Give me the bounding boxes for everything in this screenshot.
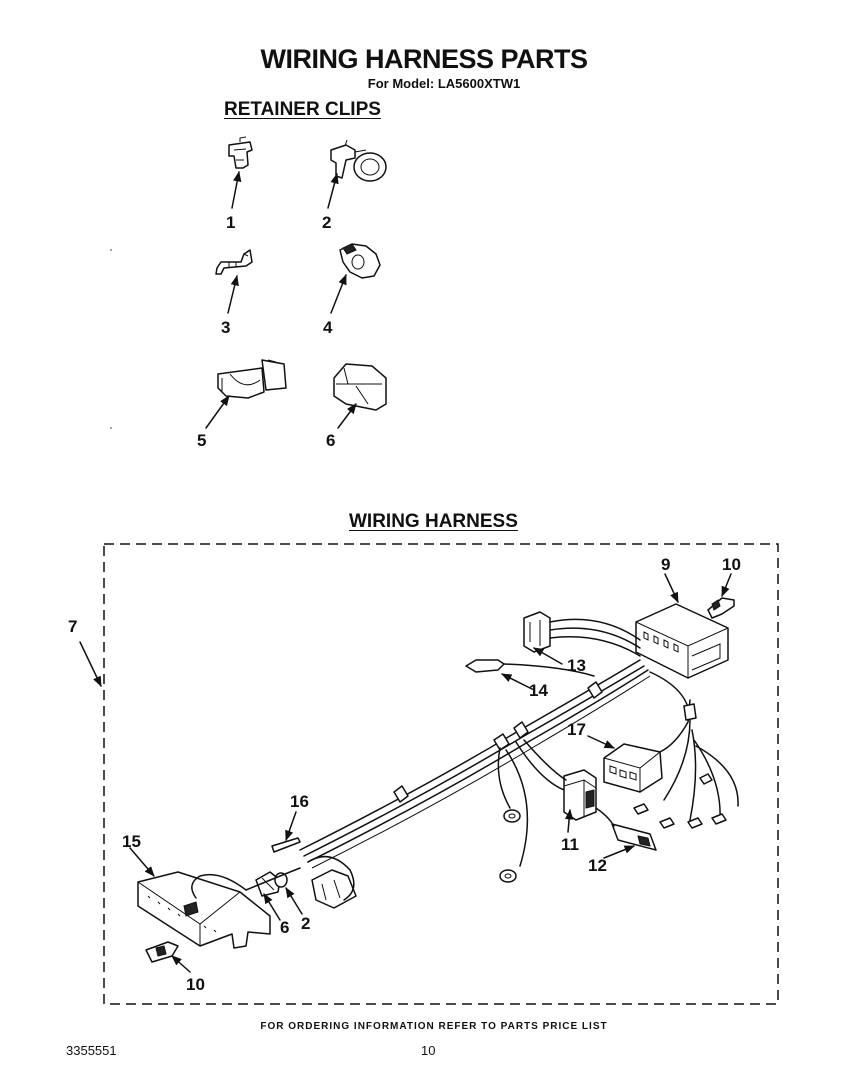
callout-harness-9: 9 xyxy=(661,555,671,574)
leader-6-harness xyxy=(263,893,281,921)
leader-13 xyxy=(533,647,563,665)
leader-14 xyxy=(501,673,535,691)
callout-clip-2: 2 xyxy=(322,213,332,232)
leader-17 xyxy=(587,735,615,749)
leader-11 xyxy=(564,808,574,833)
leader-7 xyxy=(79,641,102,687)
retainer-clip-5 xyxy=(205,359,287,429)
page-number: 10 xyxy=(421,1043,436,1058)
callout-harness-2: 2 xyxy=(301,914,311,933)
leader-4 xyxy=(330,274,347,314)
retainer-clips-heading: RETAINER CLIPS xyxy=(224,99,381,120)
wiring-harness-heading: WIRING HARNESS xyxy=(349,511,518,532)
callout-harness-16: 16 xyxy=(290,792,309,811)
leader-10-bottom xyxy=(171,955,191,973)
page-title: WIRING HARNESS PARTS xyxy=(260,44,588,74)
leader-9 xyxy=(664,573,679,603)
callout-harness-11: 11 xyxy=(561,835,579,854)
leader-10-top xyxy=(721,573,732,597)
callout-clip-1: 1 xyxy=(226,213,236,232)
callout-clip-5: 5 xyxy=(197,431,207,450)
callout-harness-17: 17 xyxy=(567,720,586,739)
callout-harness-14: 14 xyxy=(529,681,548,700)
callout-harness-6: 6 xyxy=(280,918,290,937)
ordering-note: FOR ORDERING INFORMATION REFER TO PARTS … xyxy=(260,1021,608,1032)
leader-12 xyxy=(603,845,635,859)
leader-1 xyxy=(231,170,242,209)
leader-3 xyxy=(227,274,239,314)
callout-harness-13: 13 xyxy=(567,656,586,675)
callout-clip-6: 6 xyxy=(326,431,336,450)
callout-harness-10-top: 10 xyxy=(722,555,741,574)
leader-15 xyxy=(129,847,155,877)
retainer-clip-4 xyxy=(330,243,381,314)
callout-harness-15: 15 xyxy=(122,832,141,851)
callout-harness-7: 7 xyxy=(68,617,78,636)
leader-16 xyxy=(285,811,297,841)
harness-frame xyxy=(103,543,779,1005)
retainer-clip-3 xyxy=(215,249,253,314)
retainer-clip-6 xyxy=(333,363,387,429)
leader-2-harness xyxy=(285,887,303,915)
harness-assembly xyxy=(129,573,739,973)
leader-2 xyxy=(327,172,339,209)
leader-6 xyxy=(337,403,357,429)
callout-harness-10-bottom: 10 xyxy=(186,975,205,994)
callout-clip-4: 4 xyxy=(323,318,333,337)
leader-5 xyxy=(205,395,230,429)
callout-clip-3: 3 xyxy=(221,318,231,337)
model-line: For Model: LA5600XTW1 xyxy=(367,76,521,91)
retainer-clip-1 xyxy=(228,136,253,209)
callout-harness-12: 12 xyxy=(588,856,607,875)
document-number: 3355551 xyxy=(66,1043,117,1058)
retainer-clip-2 xyxy=(327,139,387,209)
